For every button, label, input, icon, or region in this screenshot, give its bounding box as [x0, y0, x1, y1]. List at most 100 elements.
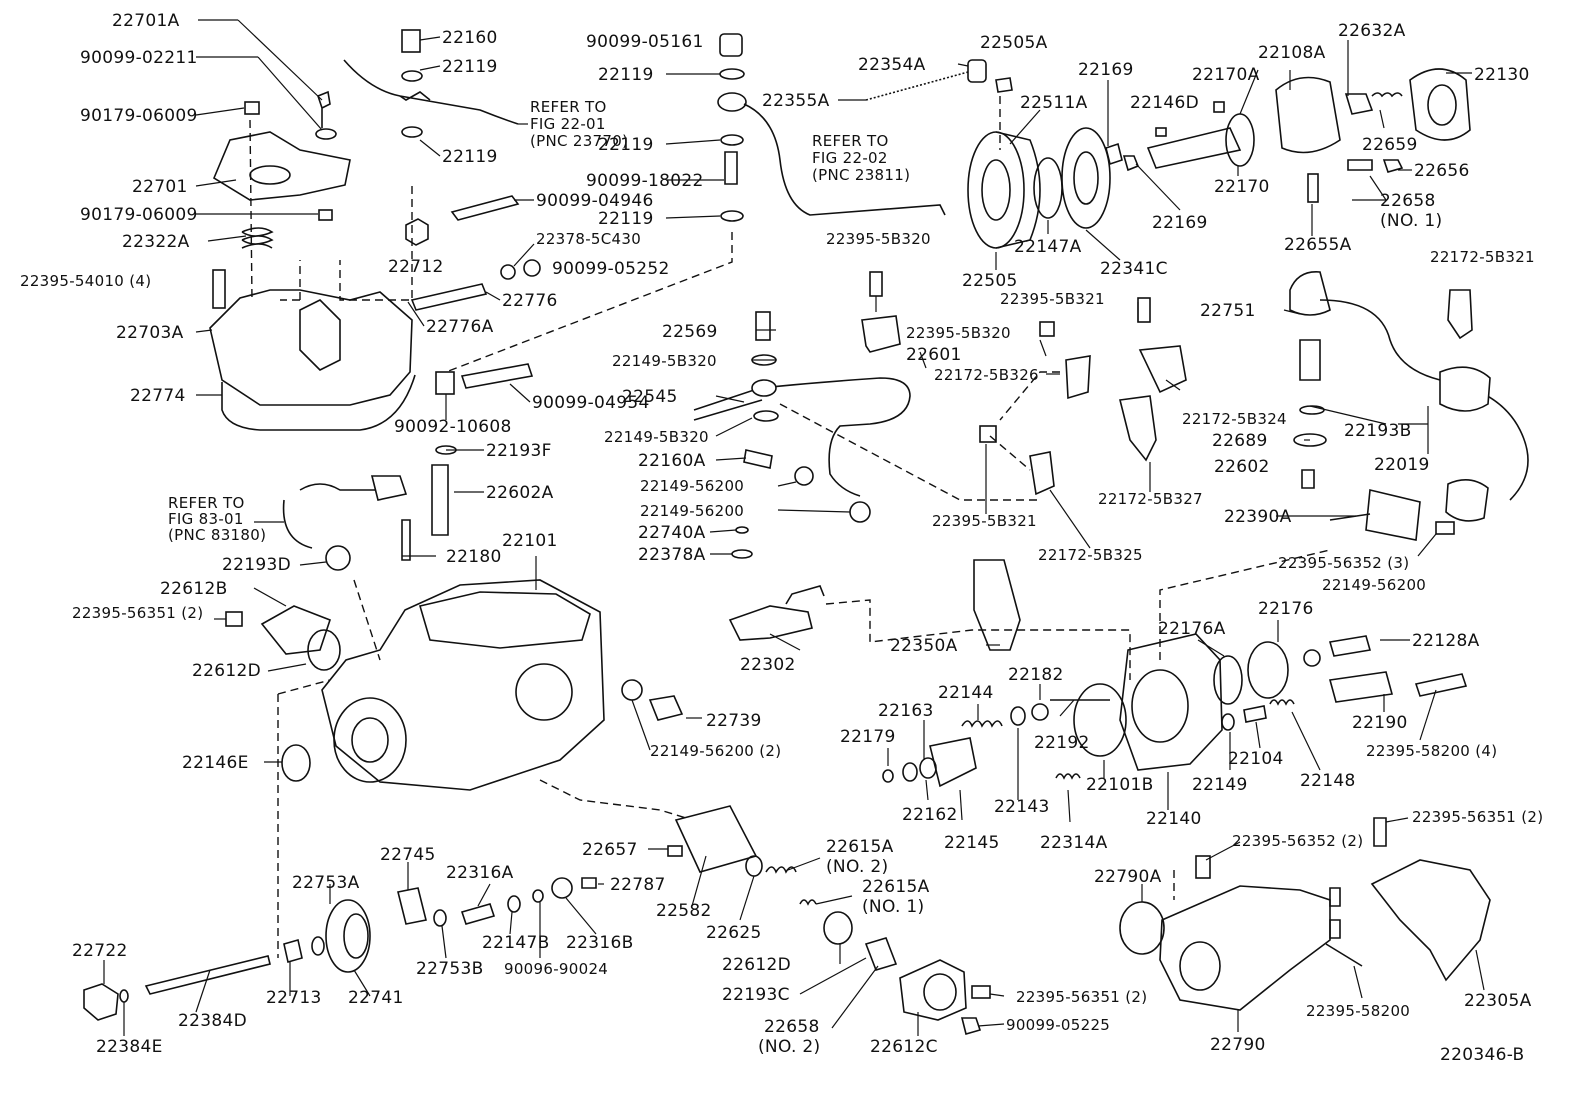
label-22355A: 22355A	[762, 91, 830, 111]
label-22776A: 22776A	[426, 317, 494, 337]
label-90099-05225: 90099-05225	[1006, 1016, 1110, 1034]
label-22395-5B321-b: 22395-5B321	[932, 512, 1037, 530]
valve-18022	[724, 151, 738, 185]
label-22751: 22751	[1200, 301, 1256, 321]
spring-22322A	[241, 227, 274, 249]
label-22101: 22101	[502, 531, 558, 551]
housing-22108A	[1275, 76, 1341, 154]
label-22193D: 22193D	[222, 555, 291, 575]
governor-22632A	[1344, 92, 1403, 115]
label-22172-5B325: 22172-5B325	[1038, 546, 1143, 564]
label-22701A: 22701A	[112, 11, 180, 31]
label-22395-56352-2: 22395-56352 (2)	[1232, 832, 1363, 850]
label-22147A: 22147A	[1014, 237, 1082, 257]
label-90099-04954: 90099-04954	[532, 393, 650, 413]
label-22656: 22656	[1414, 161, 1470, 181]
plate-22145	[929, 737, 977, 788]
plate-22130	[1409, 68, 1471, 141]
label-refer-to-a: REFER TO	[530, 98, 607, 116]
sleeve-22582	[674, 805, 758, 873]
label-22163: 22163	[878, 701, 934, 721]
label-22170: 22170	[1214, 177, 1270, 197]
filter-22602A	[431, 464, 449, 536]
nut-22722	[83, 983, 119, 1021]
label-90179-06009-a: 90179-06009	[80, 106, 198, 126]
nut-10608	[435, 371, 455, 395]
gasket-22176A	[1213, 655, 1243, 705]
label-22658-1: 22658	[1380, 191, 1436, 211]
label-22658-2: 22658	[764, 1017, 820, 1037]
bracket-5B326	[1065, 355, 1091, 400]
label-22712: 22712	[388, 257, 444, 277]
label-22193F: 22193F	[486, 441, 552, 461]
label-22505A: 22505A	[980, 33, 1048, 53]
label-22395-56351-2-c: 22395-56351 (2)	[1016, 988, 1147, 1006]
bracket-5B321	[1447, 289, 1473, 340]
label-22176: 22176	[1258, 599, 1314, 619]
spring-22148	[1269, 699, 1295, 706]
label-22316B: 22316B	[566, 933, 634, 953]
connector-right	[1445, 479, 1489, 522]
label-22143: 22143	[994, 797, 1050, 817]
label-22602: 22602	[1214, 457, 1270, 477]
lever-22305A	[1370, 859, 1491, 982]
label-22316A: 22316A	[446, 863, 514, 883]
gasket-22790A	[1119, 901, 1165, 955]
washer-22147A	[1033, 157, 1063, 219]
cap-05161	[719, 33, 743, 57]
label-22745: 22745	[380, 845, 436, 865]
label-22145: 22145	[944, 833, 1000, 853]
cap-22751	[1289, 271, 1331, 316]
label-22602A: 22602A	[486, 483, 554, 503]
label-22713: 22713	[266, 988, 322, 1008]
bushing-22146E	[281, 744, 311, 782]
governor-cover-22703A	[209, 289, 413, 406]
label-22130: 22130	[1474, 65, 1530, 85]
label-22019: 22019	[1374, 455, 1430, 475]
gear-22341C	[1061, 127, 1111, 229]
nut-upper	[244, 101, 260, 115]
label-90099-18022: 90099-18022	[586, 171, 704, 191]
label-fig-22-02: FIG 22-02	[812, 149, 888, 167]
assembly-lines	[249, 96, 1331, 958]
cap-22316B	[551, 877, 573, 899]
label-22341C: 22341C	[1100, 259, 1168, 279]
bolt-04946	[450, 195, 520, 221]
label-22384E: 22384E	[96, 1037, 163, 1057]
label-22625: 22625	[706, 923, 762, 943]
label-22545: 22545	[622, 387, 678, 407]
spring-22615A-1	[799, 899, 817, 906]
label-22774: 22774	[130, 386, 186, 406]
label-22149-56200-2: 22149-56200 (2)	[650, 742, 781, 760]
governor-cover-bracket	[212, 131, 351, 201]
label-22701: 22701	[132, 177, 188, 197]
bracket-5B324	[1138, 345, 1187, 394]
label-22162: 22162	[902, 805, 958, 825]
label-22787: 22787	[610, 875, 666, 895]
gasket-22774	[221, 374, 416, 431]
plug-22569	[755, 311, 771, 341]
label-22104: 22104	[1228, 749, 1284, 769]
key-22713	[283, 938, 303, 964]
plug-22180	[401, 519, 411, 561]
label-22612D-b: 22612D	[722, 955, 791, 975]
screw-22776	[410, 283, 488, 311]
ring-22612D	[823, 911, 853, 945]
spring-22314A	[1055, 773, 1081, 780]
diagram-id: 220346-B	[1440, 1045, 1525, 1065]
label-22144: 22144	[938, 683, 994, 703]
label-22350A: 22350A	[890, 636, 958, 656]
bracket-22350A	[973, 559, 1021, 651]
label-22384D: 22384D	[178, 1011, 247, 1031]
label-22655A: 22655A	[1284, 235, 1352, 255]
filter-22602	[1301, 469, 1315, 489]
label-22119-b: 22119	[442, 147, 498, 167]
label-90096-90024: 90096-90024	[504, 960, 608, 978]
valve-22658-2	[864, 937, 898, 971]
label-22395-54010: 22395-54010 (4)	[20, 272, 151, 290]
label-22160: 22160	[442, 28, 498, 48]
label-22378A: 22378A	[638, 545, 706, 565]
label-22601: 22601	[906, 345, 962, 365]
label-90099-05252: 90099-05252	[552, 259, 670, 279]
label-22119-c: 22119	[598, 65, 654, 85]
